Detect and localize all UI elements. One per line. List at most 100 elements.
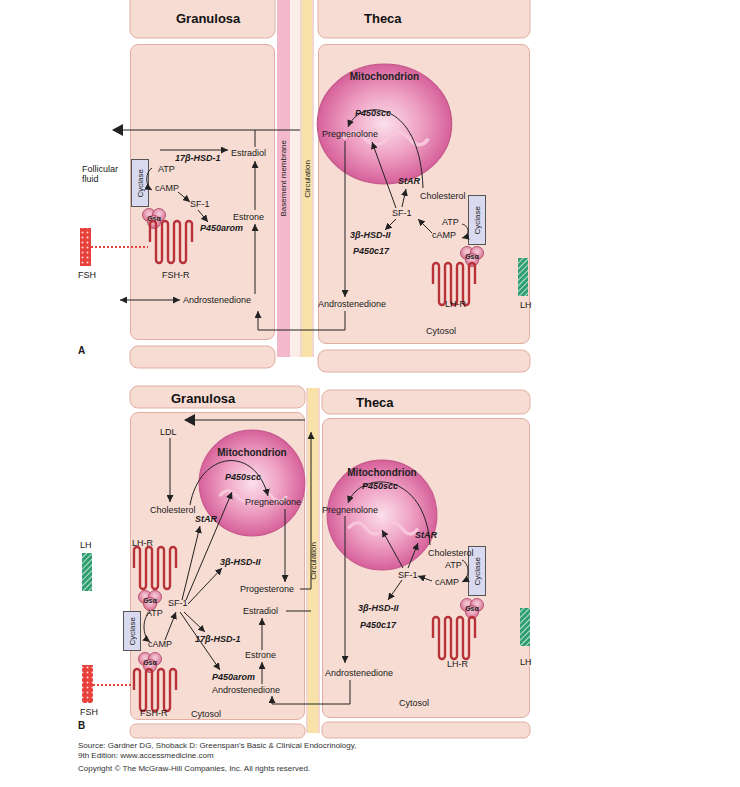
lh-ligand [82,553,92,591]
reaction-arrow [182,526,200,600]
protein-label: Gsα [143,659,157,666]
enzyme-label: 17β-HSD-1 [195,634,241,644]
lh-receptor [134,547,176,589]
molecule-label: LH [520,657,532,667]
organelle-label: Mitochondrion [326,467,438,478]
fsh-ligand [80,228,91,266]
molecule-label: LDL [160,427,177,437]
gs-subunit [466,254,479,267]
reaction-arrow [165,612,176,640]
compartment-label: Cytosol [426,326,456,336]
molecule-label: LH [80,540,92,550]
gs-alpha-protein: Gsα [137,651,163,673]
band-label: Circulation [309,542,318,580]
mitochondrion: Mitochondrion [316,63,453,185]
adenylyl-cyclase: Cyclase [131,159,149,207]
molecule-label: Pregnenolone [322,505,378,515]
enzyme-label: P450scc [225,472,261,482]
enzyme-name: Cyclase [473,557,482,585]
molecule-label: cAMP [435,577,459,587]
molecule-label: Androstenedione [212,685,280,695]
lh-receptor [433,617,475,659]
reaction-arrows [113,110,468,704]
reaction-arrow [348,110,423,188]
enzyme-label: 3β-HSD-II [358,603,399,613]
molecule-label: Pregnenolone [322,129,378,139]
enzyme-label: StAR [398,176,420,186]
lh-ligand [518,258,528,296]
molecule-label: ATP [158,164,175,174]
molecule-label: FSH [78,270,96,280]
molecule-label: SF-1 [392,208,412,218]
lh-ligand [520,608,530,646]
enzyme-label: P450arom [200,223,243,233]
molecule-label: LH-R [445,299,466,309]
enzyme-label: StAR [415,530,437,540]
copyright-note: Copyright © The McGraw-Hill Companies, I… [78,764,538,774]
molecule-label: Progesterone [240,584,294,594]
reaction-arrow [402,189,406,207]
reaction-arrow [345,516,346,663]
gs-subunit [148,216,161,229]
circulation-band: Circulation [300,0,314,357]
reaction-arrow [462,224,468,238]
reaction-arrow [258,311,345,330]
mitochondrion-body [317,64,451,184]
molecule-label: Estradiol [231,148,266,158]
protein-label: Gsα [147,215,161,222]
reaction-arrow [462,560,468,582]
reaction-arrow [418,219,432,233]
reaction-arrow [408,543,418,568]
reaction-arrow [385,219,396,230]
molecule-label: FSH [80,707,98,717]
cell-heading: Theca [356,395,394,410]
molecule-label: Androstenedione [183,295,251,305]
panel-letter: A [78,345,85,356]
band-label: Circulation [303,160,312,198]
molecule-label: SF-1 [168,598,188,608]
molecule-label: LH [520,300,532,310]
circulation-band: Circulation [306,388,320,733]
reaction-arrow [255,130,300,131]
cell-heading: Granulosa [176,11,240,26]
reaction-arrow [188,568,222,604]
enzyme-label: 3β-HSD-II [220,557,261,567]
gs-subunit [466,606,479,619]
reaction-arrow [285,509,286,582]
reaction-arrow [262,662,263,684]
receptor-symbols [134,221,475,711]
reaction-arrow [272,680,350,704]
source-caption: Source: Gardner DG, Shoback D: Greenspan… [78,741,358,761]
reaction-arrow [120,300,180,301]
panel-letter: B [78,720,85,731]
molecule-label: FSH-R [162,270,190,280]
molecule-label: FSH-R [140,708,168,718]
reaction-arrow [255,224,256,294]
band-label: Basement membrane [279,140,288,216]
basement-membrane-band: Basement membrane [277,0,290,357]
ligand-tether [93,684,132,686]
gs-alpha-protein: Gsα [459,597,485,619]
gs-subunit [144,660,157,673]
enzyme-label: 3β-HSD-II [350,230,391,240]
reaction-arrow [255,161,256,210]
reaction-arrow [372,142,396,208]
protein-label: Gsα [143,597,157,604]
cell-outline [130,724,305,738]
organelle-label: Mitochondrion [198,447,306,458]
lh-receptor [433,263,475,305]
molecule-label: ATP [442,217,459,227]
enzyme-label: StAR [195,514,217,524]
enzyme-name: Cyclase [136,169,145,197]
reaction-arrow [262,618,263,650]
molecule-label: cAMP [148,639,172,649]
enzyme-label: P450arom [212,672,255,682]
cell-outline [322,722,530,738]
cell-outline [130,346,275,368]
molecule-label: SF-1 [190,199,210,209]
protein-label: Gsα [465,605,479,612]
reaction-arrow [178,192,190,202]
molecule-label: Estrone [245,650,276,660]
